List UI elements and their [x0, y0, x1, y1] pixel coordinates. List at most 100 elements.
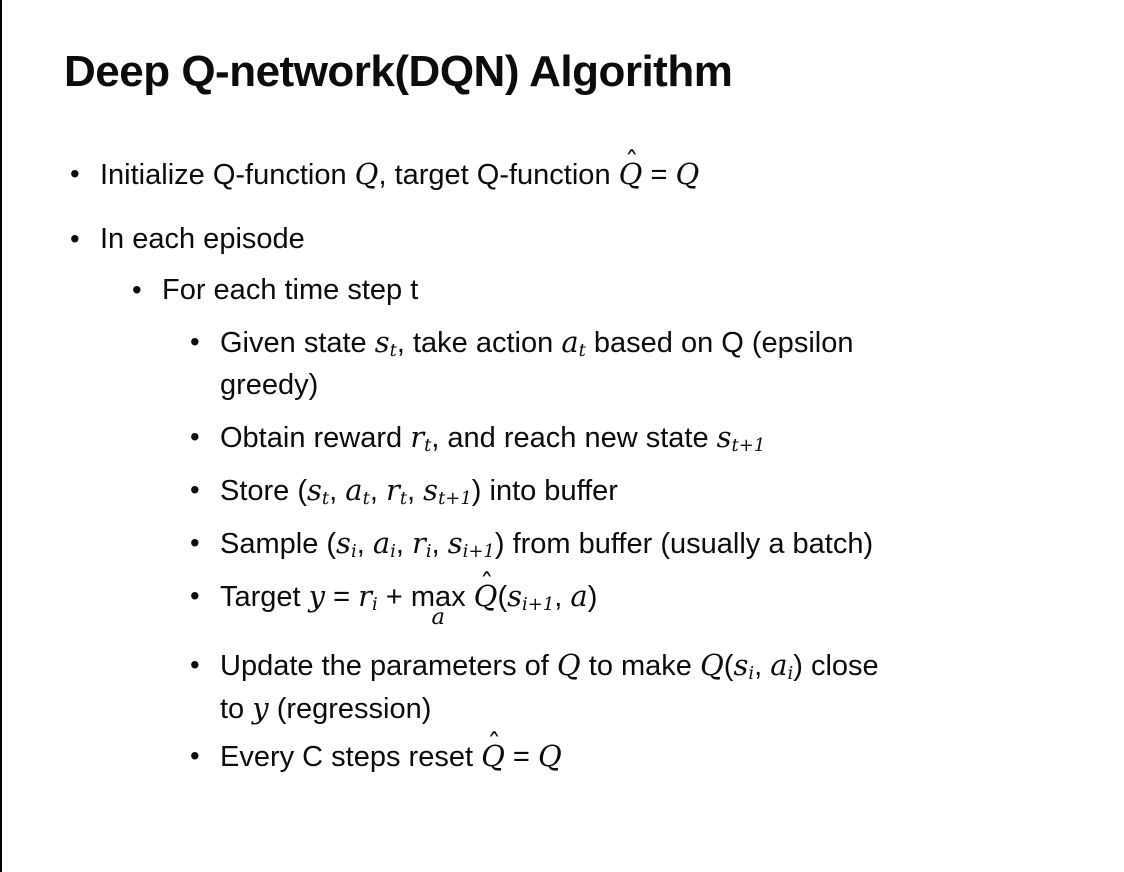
math-subscript: t: [399, 488, 408, 510]
text-run: Store (: [220, 474, 308, 507]
bullet-icon: •: [132, 273, 142, 305]
hat-accent: ˆ: [487, 729, 502, 762]
text-run: ) close: [793, 649, 879, 682]
text-run: (: [497, 580, 508, 613]
bullet-icon: •: [70, 222, 80, 254]
text-run: [466, 581, 474, 613]
hat-accent: ˆ: [479, 569, 494, 602]
max-label: max: [410, 580, 466, 613]
text-run: Obtain reward: [220, 421, 411, 454]
text-run: In each episode: [100, 222, 305, 255]
text-run: ) into buffer: [471, 474, 618, 507]
math-run: Q: [556, 647, 581, 682]
math-run: ri: [358, 578, 378, 616]
text-run: ,: [369, 474, 386, 507]
math-subscript: t+1: [731, 435, 766, 457]
text-run: , take action: [396, 326, 562, 359]
math-run: si+1: [447, 525, 495, 563]
text-run: ,: [356, 527, 373, 560]
math-run: si+1: [507, 578, 555, 616]
text-run: based on Q (epsilon: [585, 326, 854, 359]
list-item: •Initialize Q-function Q, target Q-funct…: [70, 150, 1124, 196]
math-run: at: [345, 472, 370, 510]
text-run: Sample (: [220, 527, 337, 560]
math-run: y: [252, 690, 269, 725]
text-run: ,: [407, 474, 424, 507]
text-run: +: [377, 580, 411, 613]
math-run: st: [307, 472, 330, 510]
text-run: (: [723, 649, 734, 682]
text-run: to: [220, 692, 253, 725]
list-item: •Sample (si, ai, ri, si+1) from buffer (…: [190, 522, 1124, 565]
math-subscript: t: [362, 488, 370, 510]
bullet-list: •Initialize Q-function Q, target Q-funct…: [2, 150, 1124, 778]
math-run: st+1: [423, 472, 472, 510]
math-subscript: i+1: [462, 541, 495, 563]
bullet-icon: •: [190, 579, 200, 611]
math-subscript: t: [389, 340, 397, 362]
text-run: Initialize Q-function: [100, 158, 355, 191]
math-run: rt: [410, 419, 432, 457]
math-run: st+1: [716, 419, 766, 457]
math-run: rt: [385, 472, 408, 510]
text-run: to make: [580, 649, 700, 682]
page-title: Deep Q-network(DQN) Algorithm: [64, 47, 733, 96]
text-run: , target Q-function: [378, 158, 619, 191]
bullet-icon: •: [70, 157, 80, 189]
list-item: •Update the parameters of Q to make Q(si…: [190, 644, 1124, 730]
text-run: ,: [329, 474, 346, 507]
text-run: Every C steps reset: [220, 740, 482, 773]
math-run: a: [570, 578, 588, 613]
bullet-icon: •: [190, 473, 200, 505]
math-run: y: [308, 578, 326, 613]
list-item: • Store (st, at, rt, st+1) into buffer: [190, 469, 1124, 512]
text-run: Update the parameters of: [220, 649, 557, 682]
math-subscript: i: [350, 541, 357, 563]
text-run: =: [504, 740, 538, 773]
math-run: at: [561, 324, 586, 362]
math-run: st: [374, 324, 397, 362]
math-subscript: i: [425, 541, 432, 563]
math-run: Q: [481, 738, 505, 773]
text-run: (regression): [268, 692, 432, 725]
text-run: =: [325, 580, 359, 613]
math-subscript: t+1: [438, 488, 472, 510]
bullet-icon: •: [190, 739, 200, 771]
text-run: Target: [220, 580, 309, 613]
math-run: Q: [699, 647, 724, 682]
list-item: • For each time step t: [132, 269, 1124, 311]
bullet-icon: •: [190, 420, 200, 452]
max-underscript: a: [431, 603, 445, 630]
math-run: ri: [411, 525, 432, 563]
text-run: ,: [554, 580, 571, 613]
bullet-icon: •: [190, 648, 200, 680]
math-run: Q: [618, 156, 643, 191]
math-run: Q: [354, 156, 379, 191]
text-run: Given state: [220, 326, 375, 359]
math-subscript: i: [748, 663, 755, 685]
text-run: ) from buffer (usually a batch): [494, 527, 874, 560]
list-item: • In each episode: [70, 218, 1124, 260]
text-run: =: [642, 158, 676, 191]
text-run: , and reach new state: [431, 421, 717, 454]
math-subscript: i+1: [522, 594, 555, 616]
math-subscript: t: [321, 488, 330, 510]
math-run: Q: [473, 578, 498, 613]
math-subscript: i: [787, 663, 794, 685]
bullet-icon: •: [190, 526, 200, 558]
text-run: ): [587, 580, 598, 613]
math-subscript: t: [424, 435, 432, 457]
math-subscript: i: [390, 541, 396, 563]
text-run: For each time step t: [162, 273, 419, 306]
math-run: si: [336, 525, 357, 563]
math-run: ai: [372, 525, 396, 563]
math-run: Q: [537, 738, 562, 773]
math-run: Q: [675, 156, 700, 191]
math-run: ai: [770, 647, 794, 685]
